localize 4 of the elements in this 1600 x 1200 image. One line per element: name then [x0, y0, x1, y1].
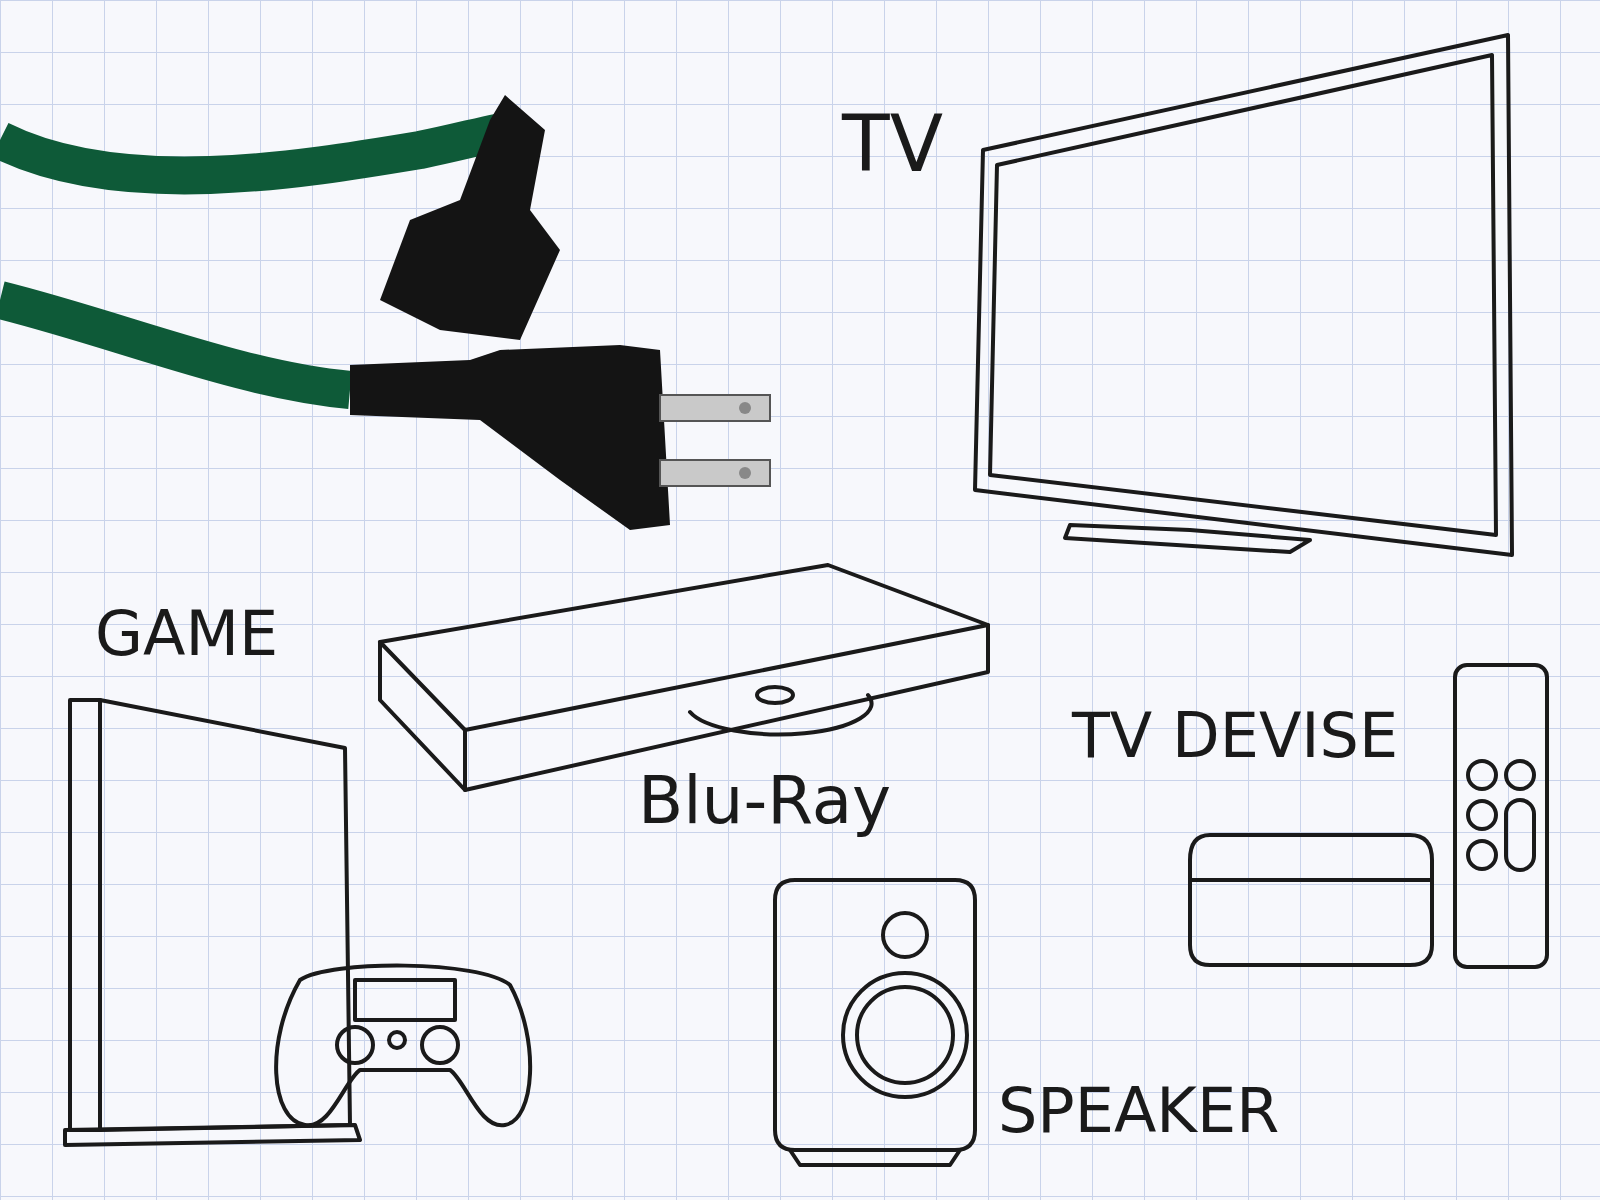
device-label: TV: [842, 105, 943, 183]
device-label: SPEAKER: [998, 1080, 1280, 1142]
device-label: TV DEVISE: [1072, 705, 1399, 767]
device-label: GAME: [95, 603, 279, 665]
